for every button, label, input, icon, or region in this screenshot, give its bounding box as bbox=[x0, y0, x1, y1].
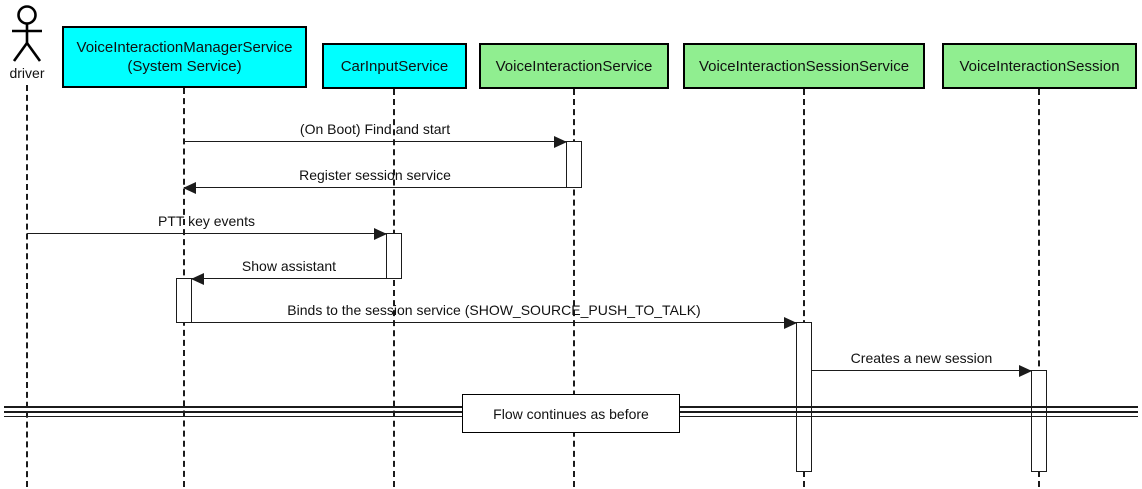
divider-label-text: Flow continues as before bbox=[493, 405, 649, 422]
arrowhead-left-icon bbox=[191, 273, 204, 285]
message-line bbox=[812, 370, 1031, 371]
activation-bar-voiceinteractionsessionservice bbox=[796, 322, 812, 472]
divider-label: Flow continues as before bbox=[462, 394, 680, 433]
lifeline-voiceinteractionsession bbox=[1038, 89, 1040, 487]
activation-bar-voiceinteractionmanagerservice bbox=[176, 278, 192, 323]
arrowhead-right-icon bbox=[374, 228, 387, 240]
message-line bbox=[192, 322, 796, 323]
activation-bar-voiceinteractionservice bbox=[566, 141, 582, 188]
participant-label: VoiceInteractionService bbox=[495, 57, 653, 75]
participant-carinputservice: CarInputService bbox=[322, 43, 467, 89]
message-line bbox=[192, 278, 386, 279]
lifeline-voiceinteractionservice bbox=[573, 89, 575, 487]
message-line bbox=[184, 187, 566, 188]
lifeline-driver bbox=[26, 85, 28, 487]
message-line bbox=[184, 141, 566, 142]
arrowhead-right-icon bbox=[1019, 365, 1032, 377]
participant-voiceinteractionsessionservice: VoiceInteractionSessionService bbox=[683, 43, 925, 89]
participant-voiceinteractionsession: VoiceInteractionSession bbox=[942, 43, 1137, 89]
message-label: Creates a new session bbox=[850, 350, 993, 366]
arrowhead-right-icon bbox=[784, 317, 797, 329]
message-label: PTT key events bbox=[157, 213, 255, 229]
message-label: Binds to the session service (SHOW_SOURC… bbox=[287, 302, 701, 318]
actor-label: driver bbox=[9, 65, 45, 81]
message-label: (On Boot) Find and start bbox=[299, 121, 451, 137]
participant-label: VoiceInteractionSession bbox=[959, 57, 1120, 75]
message-line bbox=[27, 233, 386, 234]
participant-label: CarInputService bbox=[340, 57, 449, 75]
participant-voiceinteractionmanagerservice: VoiceInteractionManagerService (System S… bbox=[62, 26, 307, 88]
message-label: Show assistant bbox=[241, 258, 337, 274]
message-label: Register session service bbox=[299, 167, 451, 183]
participant-label: VoiceInteractionManagerService bbox=[76, 39, 293, 56]
lifeline-carinputservice bbox=[393, 89, 395, 487]
activation-bar-carinputservice bbox=[386, 233, 402, 279]
participant-voiceinteractionservice: VoiceInteractionService bbox=[479, 43, 669, 89]
participant-sublabel: (System Service) bbox=[127, 58, 242, 75]
arrowhead-left-icon bbox=[183, 182, 196, 194]
actor-driver: driver bbox=[0, 4, 54, 81]
activation-bar-voiceinteractionsession bbox=[1031, 370, 1047, 472]
participant-label: VoiceInteractionSessionService bbox=[698, 57, 910, 75]
lifeline-voiceinteractionsessionservice bbox=[803, 89, 805, 487]
arrowhead-right-icon bbox=[554, 136, 567, 148]
person-icon bbox=[12, 5, 42, 62]
